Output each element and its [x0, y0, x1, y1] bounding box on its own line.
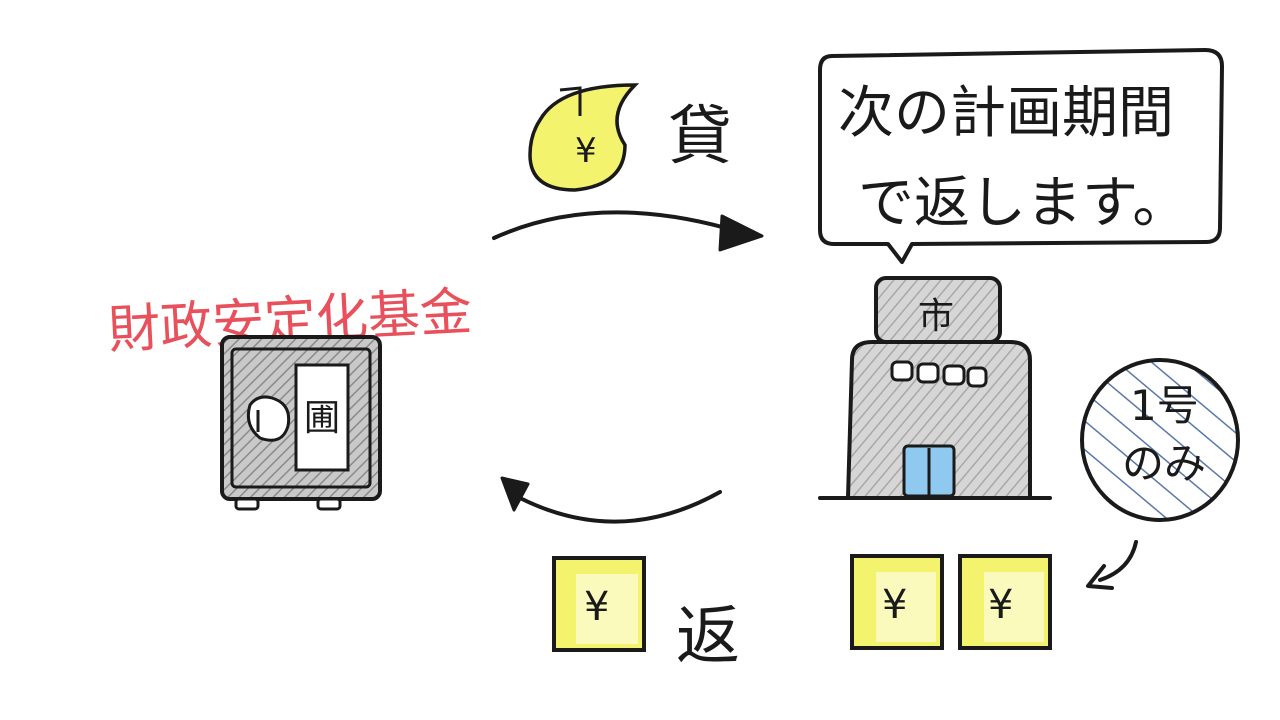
yen-note-icon — [958, 554, 1052, 650]
yen-note-icon — [850, 554, 944, 650]
return-label: 返 — [676, 600, 740, 674]
badge-arrow-icon — [1086, 540, 1138, 590]
yen-note-1-symbol: ¥ — [882, 582, 907, 628]
badge-line-2: のみ — [1122, 439, 1206, 488]
speech-line-1: 次の計画期間 — [838, 81, 1174, 146]
speech-line-2: で返します。 — [858, 171, 1188, 236]
yen-note-icon — [552, 556, 646, 652]
badge-circle — [1080, 358, 1240, 522]
speech-bubble — [818, 48, 1224, 264]
badge-line-1: 1号 — [1130, 381, 1199, 430]
return-arrow-icon — [500, 476, 722, 524]
lend-label: 貸 — [668, 100, 732, 174]
city-hall-icon — [818, 276, 1052, 500]
safe-icon — [220, 335, 382, 511]
return-note-symbol: ¥ — [584, 584, 609, 630]
yen-pouch-icon — [528, 83, 640, 192]
yen-pouch-symbol: ¥ — [575, 131, 597, 171]
lend-arrow-icon — [492, 210, 764, 252]
city-sign: 市 — [918, 296, 954, 337]
safe-plate-glyph: 圃 — [304, 398, 340, 439]
yen-note-2-symbol: ¥ — [988, 582, 1013, 628]
